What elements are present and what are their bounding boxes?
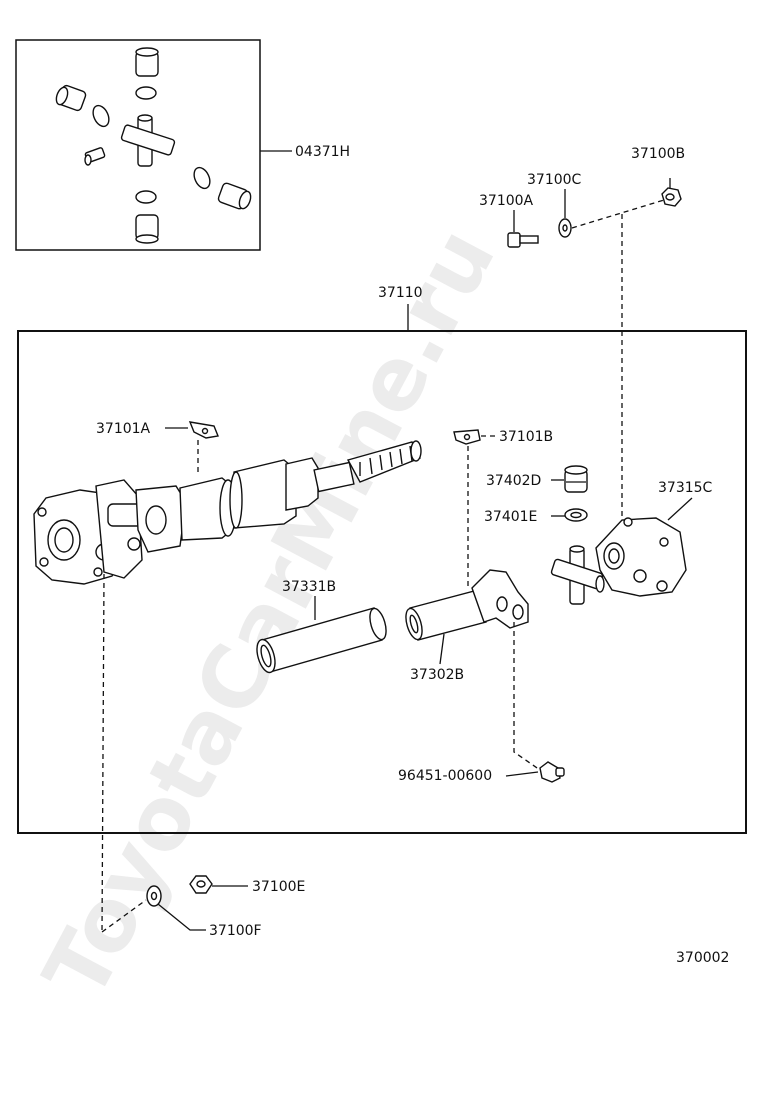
propeller-shaft-front-assembly[interactable] [33,440,422,585]
kit-snap-ring-top[interactable] [135,86,157,100]
label-37315c[interactable]: 37315C [658,480,713,496]
label-37100a[interactable]: 37100A [479,193,534,209]
kit-spider-cross[interactable] [120,114,176,167]
snap-ring-37401e[interactable] [564,508,588,522]
kit-snap-ring-bottom[interactable] [135,190,157,204]
label-37100b[interactable]: 37100B [631,146,685,162]
sleeve-yoke-37302b[interactable] [403,569,529,641]
leader-37315c [667,497,693,521]
kit-bearing-cup-right[interactable] [217,182,252,210]
bearing-cup-37402d[interactable] [564,465,588,493]
figure-number: 370002 [676,950,729,966]
clip-37101a[interactable] [188,421,219,439]
leader-37302b [439,633,445,665]
nut-37100b[interactable] [661,187,682,207]
label-37110[interactable]: 37110 [378,285,423,301]
kit-bearing-cup-top[interactable] [135,47,159,77]
label-37100f[interactable]: 37100F [209,923,262,939]
label-37302b[interactable]: 37302B [410,667,464,683]
label-37331b[interactable]: 37331B [282,579,336,595]
label-37402d[interactable]: 37402D [486,473,541,489]
assembly-frame-37110 [17,330,747,834]
nut-37100e[interactable] [189,875,213,894]
label-37100e[interactable]: 37100E [252,879,305,895]
grease-fitting-96451[interactable] [539,761,565,783]
washer-37100c[interactable] [558,218,572,238]
clip-37101b[interactable] [453,429,481,445]
washer-37100f[interactable] [146,885,162,907]
kit-bearing-cup-left[interactable] [54,84,87,112]
dash-washer-to-nut [571,199,665,229]
label-37101a[interactable]: 37101A [96,421,151,437]
kit-snap-ring-left[interactable] [90,103,112,129]
kit-snap-ring-right[interactable] [191,165,213,191]
bolt-37100a[interactable] [507,232,539,248]
label-37100c[interactable]: 37100C [527,172,582,188]
spider-cross-right[interactable] [550,545,605,605]
kit-inset-frame [15,39,261,251]
boot-37331b[interactable] [254,607,390,675]
dash-flange-to-37100f [101,573,105,933]
label-04371h[interactable]: 04371H [295,144,350,160]
label-37101b[interactable]: 37101B [499,429,553,445]
label-37401e[interactable]: 37401E [484,509,537,525]
dash-to-washer-37100f [101,899,147,933]
dash-yoke-to-fitting [513,622,541,771]
leader-96451 [505,771,539,777]
kit-bearing-cup-bottom[interactable] [135,214,159,244]
leader-37100f [157,903,206,931]
flange-yoke-37315c[interactable] [595,517,687,597]
label-96451-00600[interactable]: 96451-00600 [398,768,492,784]
kit-grease-fitting[interactable] [84,147,106,166]
